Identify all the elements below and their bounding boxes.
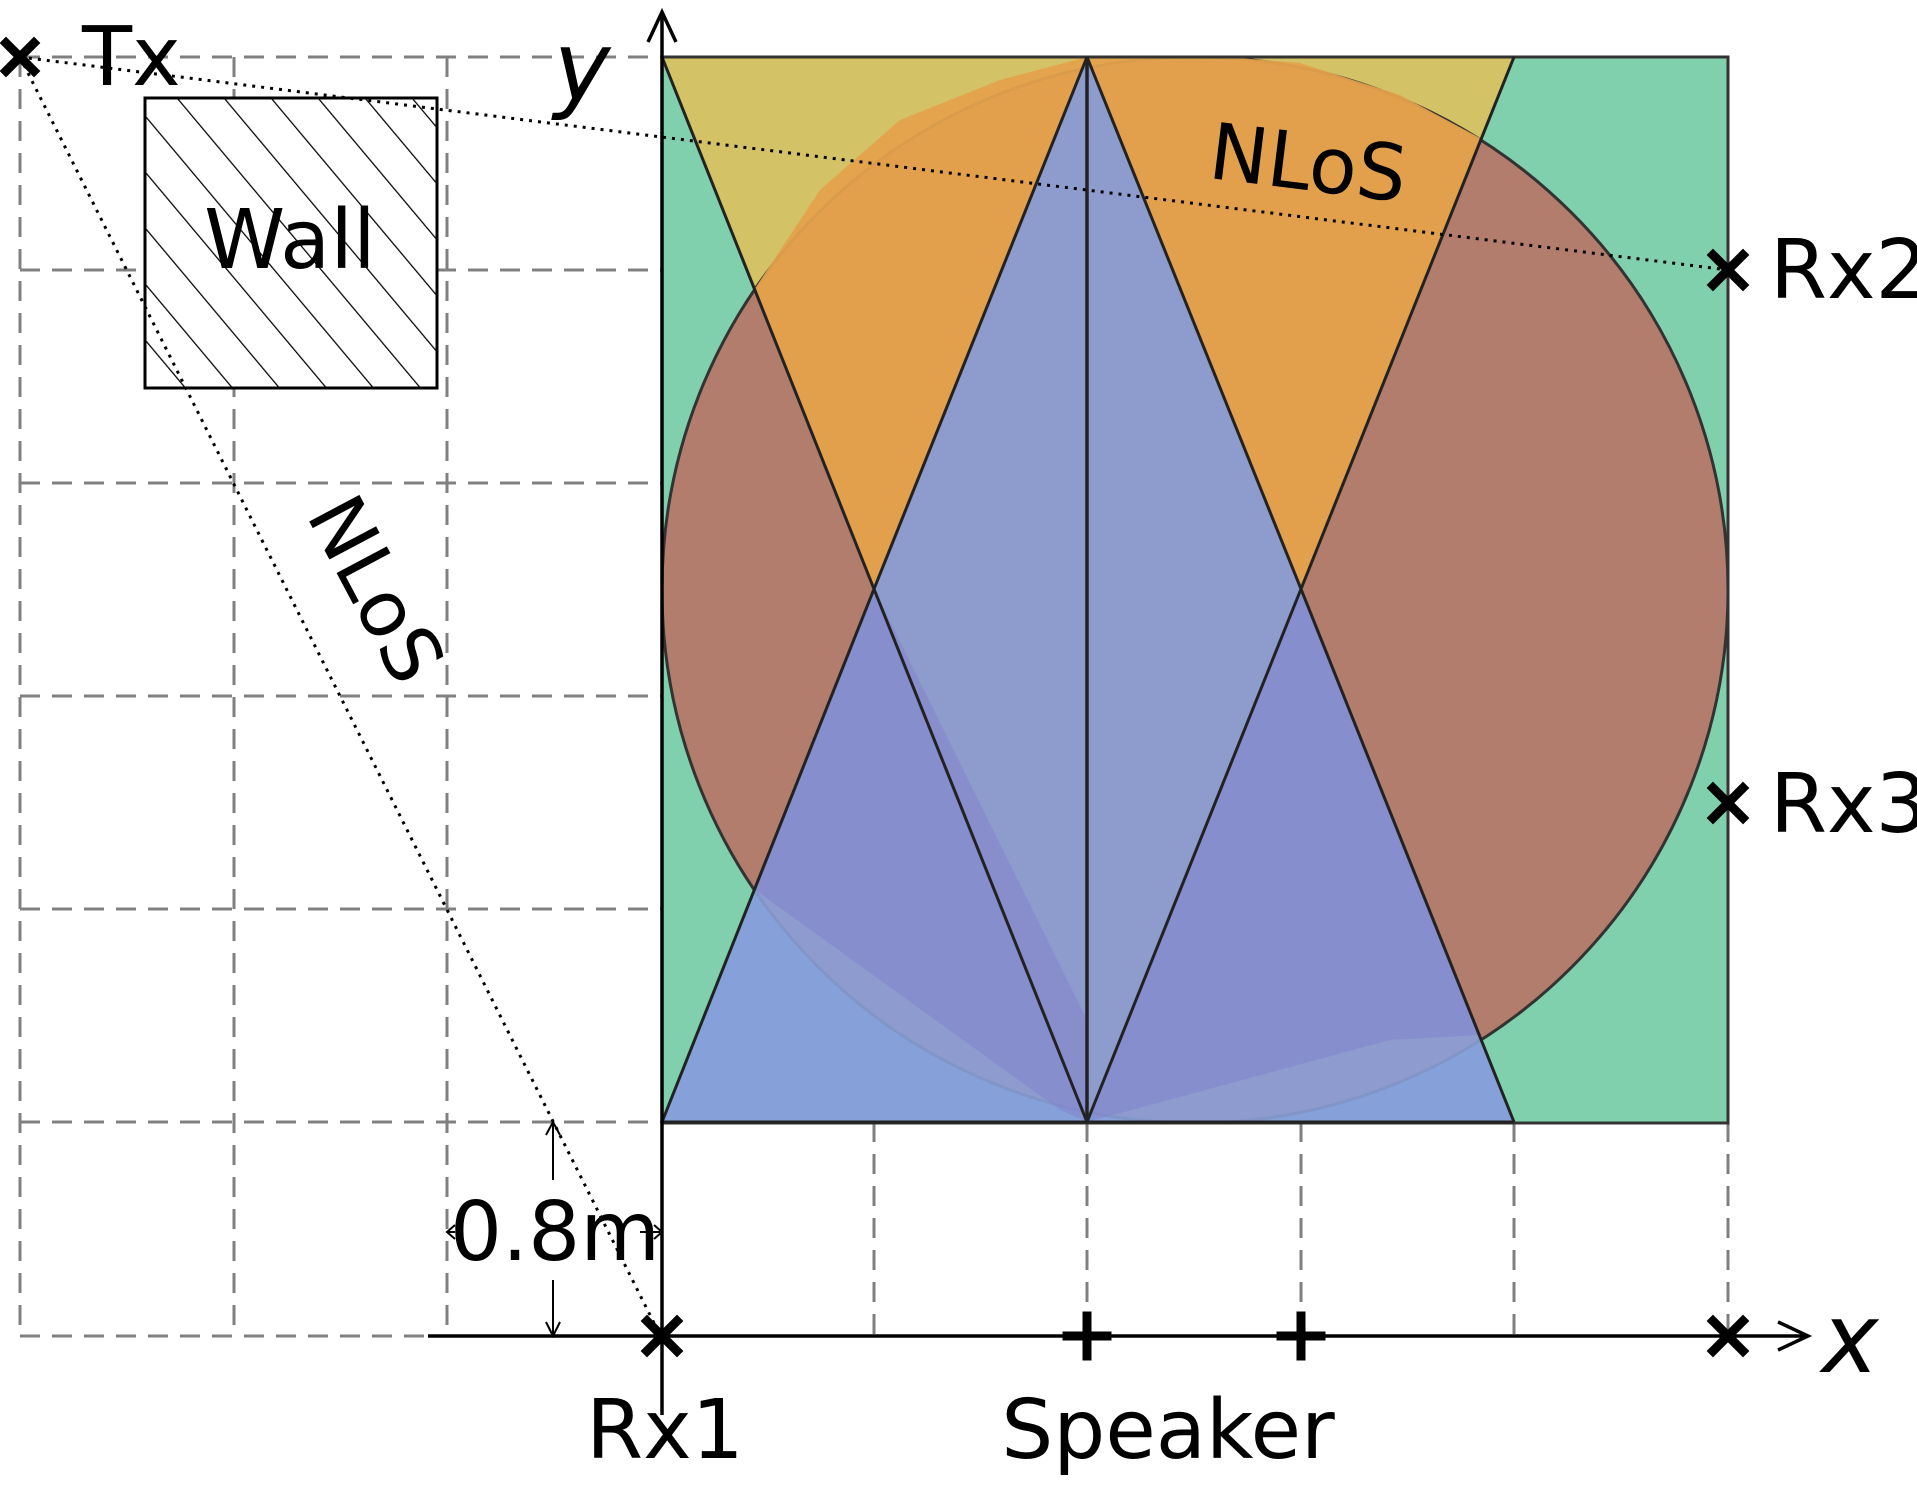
wall: Wall (143, 96, 439, 390)
wall-label: Wall (204, 193, 376, 288)
plus-marker-icon (1276, 1311, 1326, 1361)
plus-marker-icon (1062, 1311, 1112, 1361)
cross-marker-icon (1706, 781, 1750, 825)
arrow-icon (1777, 1320, 1813, 1352)
x-axis-label: x (1819, 1283, 1880, 1395)
orange-region-left (754, 57, 1087, 589)
nlos-paths (18, 55, 1729, 1326)
rx2-label: Rx2 (1770, 223, 1917, 318)
dimension-marker (445, 1119, 664, 1339)
tx-label: Tx (81, 10, 181, 105)
grid-spacing-label: 0.8m (450, 1185, 660, 1280)
rx3-label: Rx3 (1770, 757, 1917, 852)
y-axis-label: y (551, 11, 612, 123)
overlap-right (1087, 589, 1480, 1122)
cross-marker-icon (0, 36, 41, 78)
nlos-path-label: NLoS (289, 481, 461, 698)
cross-marker-icon (640, 1314, 684, 1358)
markers (0, 36, 1750, 1361)
coverage-regions (660, 55, 1730, 1125)
overlap-left (754, 589, 1087, 1122)
cross-marker-icon (1706, 248, 1750, 292)
speaker-label: Speaker (1001, 1383, 1335, 1478)
cross-marker-icon (1706, 1314, 1750, 1358)
orange-region-right (1087, 57, 1480, 589)
rx1-label: Rx1 (586, 1383, 744, 1478)
arrow-icon (646, 7, 678, 43)
